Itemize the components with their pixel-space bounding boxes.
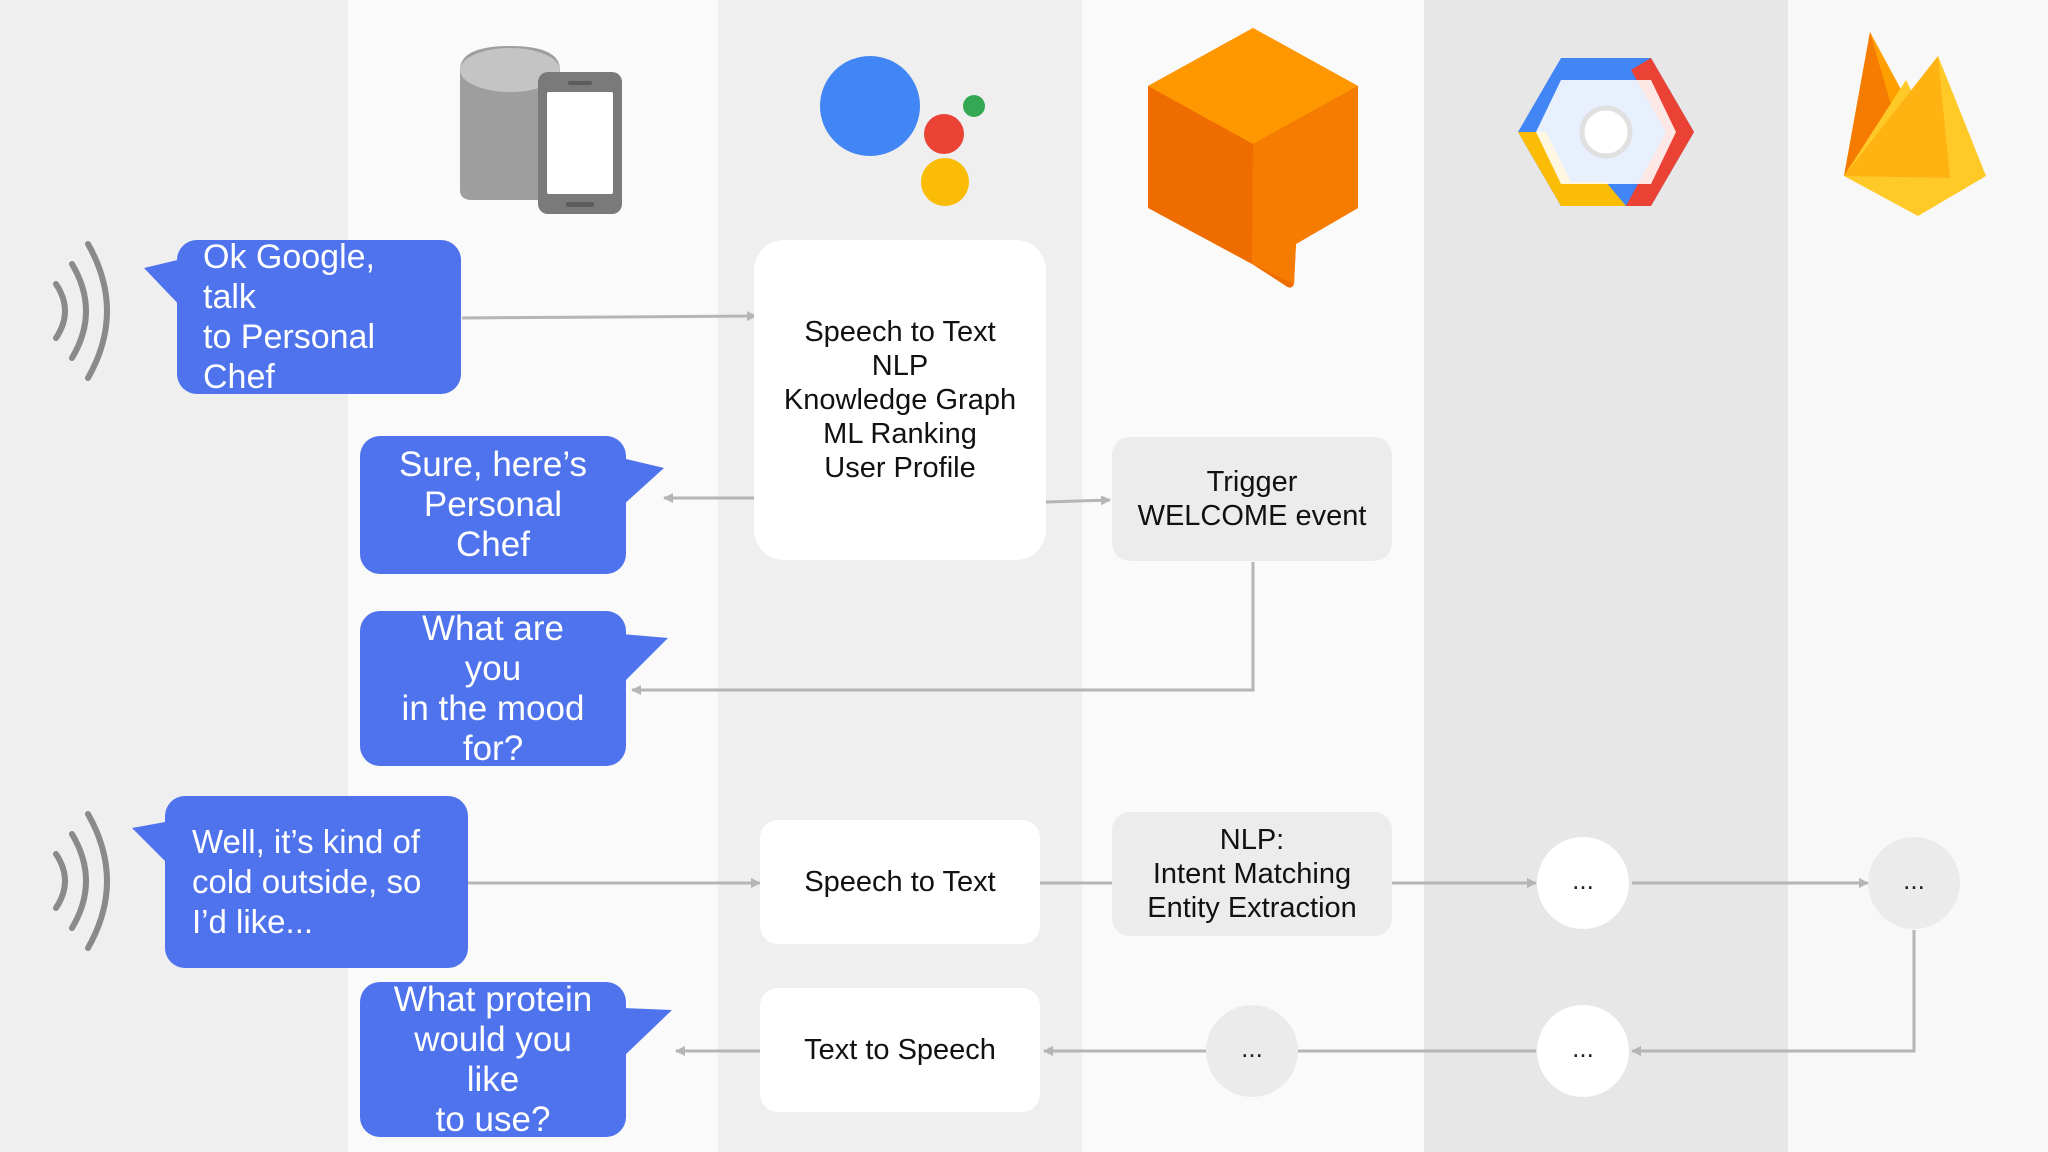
assistant-pipeline-box: Speech to Text NLP Knowledge Graph ML Ra… — [754, 240, 1046, 560]
sound-waves-icon — [53, 241, 110, 381]
text-to-speech-box: Text to Speech — [760, 988, 1040, 1112]
bubble-sure: Sure, here’s Personal Chef — [360, 436, 626, 574]
google-cloud-icon — [1518, 58, 1694, 206]
dialogflow-icon — [1148, 28, 1358, 288]
bubble-ok-google: Ok Google, talk to Personal Chef — [177, 238, 461, 396]
cloud-ellipsis-node-bottom: ... — [1537, 1005, 1629, 1097]
trigger-welcome-box: Trigger WELCOME event — [1112, 437, 1392, 561]
arrow-trigger-to-mood — [631, 562, 1255, 695]
lane-assistant — [718, 0, 1082, 1152]
smart-speaker-and-phone-icon — [460, 46, 622, 214]
firebase-icon — [1844, 32, 1986, 216]
dialogflow-ellipsis-node: ... — [1206, 1005, 1298, 1097]
bubble-cold: Well, it’s kind of cold outside, so I’d … — [165, 796, 468, 968]
arrow-ok-to-assistant — [461, 311, 757, 322]
google-assistant-icon — [820, 56, 985, 206]
arrow-assistant-to-trigger — [1045, 495, 1111, 506]
sound-waves-icon — [53, 811, 110, 951]
bubble-protein: What protein would you like to use? — [360, 980, 626, 1139]
firebase-ellipsis-node: ... — [1868, 837, 1960, 929]
bubble-mood: What are you in the mood for? — [360, 609, 626, 768]
cloud-ellipsis-node: ... — [1537, 837, 1629, 929]
nlp-box: NLP: Intent Matching Entity Extraction — [1112, 812, 1392, 936]
speech-to-text-box: Speech to Text — [760, 820, 1040, 944]
arrow-firebase-to-cloud — [1631, 930, 1916, 1056]
